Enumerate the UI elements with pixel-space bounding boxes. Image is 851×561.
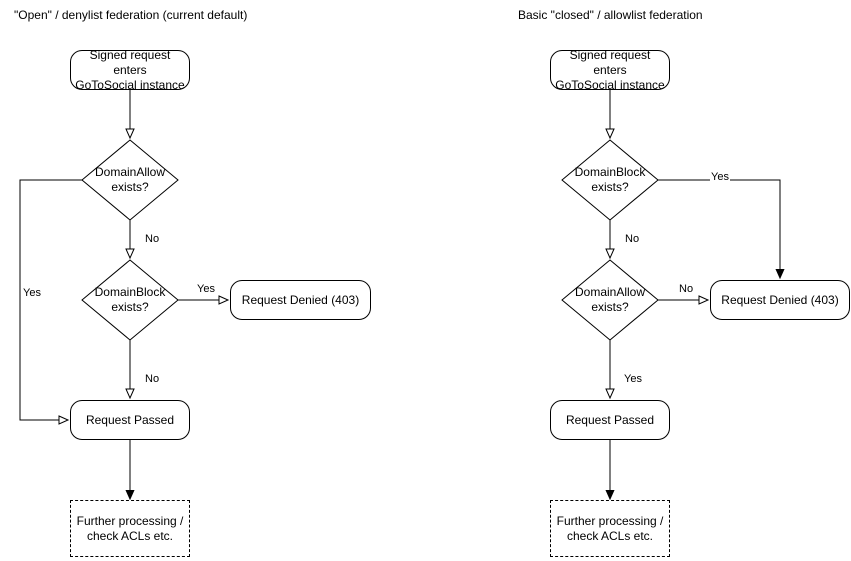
decision-diamond-domainblock	[561, 139, 659, 221]
right-request-denied-label: Request Denied (403)	[721, 292, 839, 307]
decision-diamond-domainblock	[81, 259, 179, 341]
right-diagram-shapes	[561, 90, 780, 499]
right-further-line2: check ACLs etc.	[566, 528, 654, 543]
left-start-line1: Signed request enters	[89, 47, 171, 77]
right-diagram-title: Basic "closed" / allowlist federation	[518, 8, 703, 22]
left-diagram-title: "Open" / denylist federation (current de…	[14, 8, 248, 22]
edge-decision1-yes-to-denied	[658, 179, 780, 278]
left-further-line2: check ACLs etc.	[86, 528, 174, 543]
left-further-processing-label: Further processing / check ACLs etc.	[73, 514, 188, 544]
right-edge-label-decision2-no: No	[678, 283, 695, 296]
left-request-denied-node[interactable]: Request Denied (403)	[230, 280, 371, 320]
left-edge-label-decision1-yes: Yes	[22, 287, 42, 300]
decision-diamond-domainallow	[81, 139, 179, 221]
left-further-line1: Further processing /	[76, 513, 184, 528]
left-further-processing-node[interactable]: Further processing / check ACLs etc.	[70, 500, 190, 557]
left-start-line2: GoToSocial instance	[75, 77, 185, 92]
right-request-passed-node[interactable]: Request Passed	[550, 400, 670, 440]
right-start-line2: GoToSocial instance	[555, 77, 665, 92]
right-start-node-label: Signed request enters GoToSocial instanc…	[551, 48, 669, 93]
right-edge-label-decision2-yes: Yes	[623, 373, 643, 386]
left-request-passed-label: Request Passed	[85, 412, 175, 427]
left-diagram-shapes	[19, 90, 230, 499]
left-edge-label-decision1-no: No	[144, 233, 161, 246]
left-start-node[interactable]: Signed request enters GoToSocial instanc…	[70, 48, 190, 93]
right-further-processing-node[interactable]: Further processing / check ACLs etc.	[550, 500, 670, 557]
right-edge-label-decision1-yes: Yes	[710, 171, 730, 184]
right-further-processing-label: Further processing / check ACLs etc.	[553, 514, 668, 544]
edge-decision1-yes-to-passed	[19, 179, 82, 425]
left-request-denied-label: Request Denied (403)	[241, 292, 360, 307]
left-edge-label-decision2-yes: Yes	[196, 283, 216, 296]
right-edge-label-decision1-no: No	[624, 233, 641, 246]
right-request-passed-label: Request Passed	[565, 412, 655, 427]
left-start-node-label: Signed request enters GoToSocial instanc…	[71, 48, 189, 93]
decision-diamond-domainallow	[561, 259, 659, 341]
right-start-line1: Signed request enters	[569, 47, 651, 77]
right-further-line1: Further processing /	[556, 513, 664, 528]
right-start-node[interactable]: Signed request enters GoToSocial instanc…	[550, 48, 670, 93]
left-edge-label-decision2-no: No	[144, 373, 161, 386]
left-request-passed-node[interactable]: Request Passed	[70, 400, 190, 440]
right-request-denied-node[interactable]: Request Denied (403)	[710, 280, 850, 320]
